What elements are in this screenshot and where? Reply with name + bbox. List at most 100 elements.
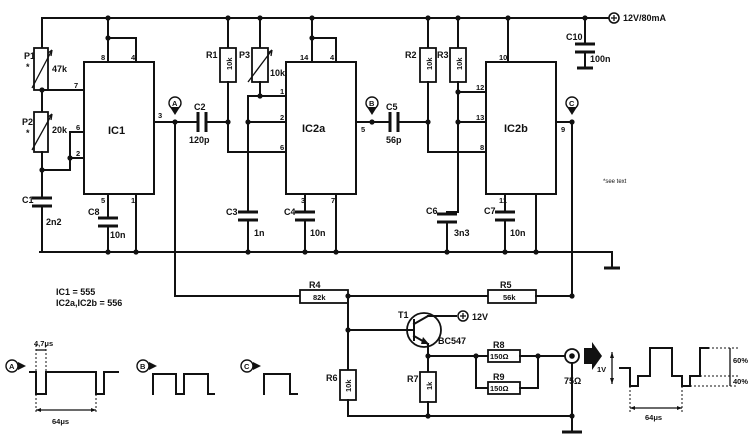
r6-name: R6 xyxy=(326,373,338,383)
t1-name: T1 xyxy=(398,310,409,320)
mixer-section: R4 82k R5 56k R6 10k 12V T1 xyxy=(174,121,602,434)
ic1-type-note: IC1 = 555 xyxy=(56,287,95,297)
c5-value: 56p xyxy=(386,135,402,145)
waveform-b: B xyxy=(136,359,215,395)
ic2b-pin11: 11 xyxy=(499,196,507,205)
p1-star: * xyxy=(26,62,30,72)
ic1-section: P1 * 47k P2 * 20k C1 2n2 IC1 8 4 xyxy=(22,17,199,253)
ic2b-label: IC2b xyxy=(504,123,528,135)
ic1-pin1: 1 xyxy=(131,196,135,205)
r9-name: R9 xyxy=(493,372,505,382)
waveform-c: C xyxy=(240,359,298,395)
r5-name: R5 xyxy=(500,280,512,290)
marker-a: A xyxy=(168,96,182,115)
c1-value: 2n2 xyxy=(46,217,62,227)
ground-rail xyxy=(39,249,620,270)
ic1-pin6: 6 xyxy=(76,123,80,132)
c3-value: 1n xyxy=(254,228,265,238)
see-text-note: *see text xyxy=(603,179,627,185)
ic2a-pin7: 7 xyxy=(331,196,335,205)
r7-value: 1k xyxy=(425,381,434,390)
r9-value: 150Ω xyxy=(490,384,509,393)
marker-c: C xyxy=(565,96,579,115)
c7-name: C7 xyxy=(484,206,496,216)
ic1-label: IC1 xyxy=(108,125,125,137)
wave-a-label: A xyxy=(9,362,15,371)
p1-name: P1 xyxy=(24,51,35,61)
ic1-pin8: 8 xyxy=(101,53,105,62)
marker-c-label: C xyxy=(569,99,575,108)
ic2a-section: C2 120p R1 10k P3 10k C3 1n IC2a xyxy=(189,17,391,253)
c2-name: C2 xyxy=(194,102,206,112)
c4-value: 10n xyxy=(310,228,326,238)
ic2a-label: IC2a xyxy=(302,123,326,135)
t1-value: BC547 xyxy=(438,336,466,346)
r5-value: 56k xyxy=(503,293,516,302)
ic2a-pin4: 4 xyxy=(330,53,335,62)
r7-name: R7 xyxy=(407,374,419,384)
c6-name: C6 xyxy=(426,206,438,216)
level-label: 1V xyxy=(597,365,606,374)
c8-value: 10n xyxy=(110,230,126,240)
marker-a-label: A xyxy=(172,99,178,108)
p1-potentiometer xyxy=(33,47,49,91)
p2-star: * xyxy=(26,128,30,138)
p3-name: P3 xyxy=(239,50,250,60)
r1-value: 10k xyxy=(225,57,234,70)
ic2a-pin2: 2 xyxy=(280,113,284,122)
r2-name: R2 xyxy=(405,50,417,60)
ic2-type-note: IC2a,IC2b = 556 xyxy=(56,298,122,308)
wave-b-label: B xyxy=(140,362,146,371)
c6-value: 3n3 xyxy=(454,228,470,238)
p2-potentiometer xyxy=(33,111,49,153)
r4-value: 82k xyxy=(313,293,326,302)
supply-rail: 12V/80mA xyxy=(41,12,667,24)
ic1-pin4: 4 xyxy=(131,53,136,62)
ic2a-pin14: 14 xyxy=(300,53,309,62)
output-arrow xyxy=(584,342,602,370)
period-label-out: 64μs xyxy=(645,413,662,422)
ic1-pin7: 7 xyxy=(74,81,78,90)
pct-low-label: 40% xyxy=(733,377,748,386)
c4-name: C4 xyxy=(284,207,296,217)
c8-name: C8 xyxy=(88,207,100,217)
marker-b-label: B xyxy=(369,99,375,108)
c1-name: C1 xyxy=(22,195,34,205)
waveform-output: 1V 60% 40% 64μs xyxy=(597,347,748,422)
c2-value: 120p xyxy=(189,135,210,145)
ic1-chip xyxy=(83,61,155,195)
r4-name: R4 xyxy=(309,280,321,290)
ic1-pin5: 5 xyxy=(101,196,105,205)
r2-value: 10k xyxy=(425,57,434,70)
r6-value: 10k xyxy=(344,379,353,392)
wave-c-label: C xyxy=(244,362,250,371)
ic2a-pin3: 3 xyxy=(301,196,305,205)
ic2b-pin12: 12 xyxy=(476,83,484,92)
r3-value: 10k xyxy=(455,57,464,70)
t1-supply: 12V xyxy=(472,312,488,322)
ic2b-pin13: 13 xyxy=(476,113,484,122)
ic2b-pin8: 8 xyxy=(480,143,484,152)
ic2b-chip xyxy=(485,61,557,195)
period-label-a: 64μs xyxy=(52,417,69,426)
r1-name: R1 xyxy=(206,50,218,60)
marker-b: B xyxy=(365,96,379,115)
supply-label: 12V/80mA xyxy=(623,13,667,23)
c3-name: C3 xyxy=(226,207,238,217)
ic2b-pin10: 10 xyxy=(499,53,507,62)
ic2b-section: C5 56p R2 10k R3 10k C6 3n3 IC2b 10 12 xyxy=(386,17,575,297)
c7-value: 10n xyxy=(510,228,526,238)
c5-name: C5 xyxy=(386,102,398,112)
p1-value: 47k xyxy=(52,64,68,74)
ic1-pin2: 2 xyxy=(76,149,80,158)
r8-value: 150Ω xyxy=(490,352,509,361)
c10-section: C10 100n xyxy=(566,17,611,70)
output-impedance: 75Ω xyxy=(564,376,581,386)
p2-value: 20k xyxy=(52,125,68,135)
pulse-width-label: 4,7μs xyxy=(34,339,53,348)
ic2a-chip xyxy=(285,61,357,195)
c10-value: 100n xyxy=(590,54,611,64)
pct-high-label: 60% xyxy=(733,356,748,365)
